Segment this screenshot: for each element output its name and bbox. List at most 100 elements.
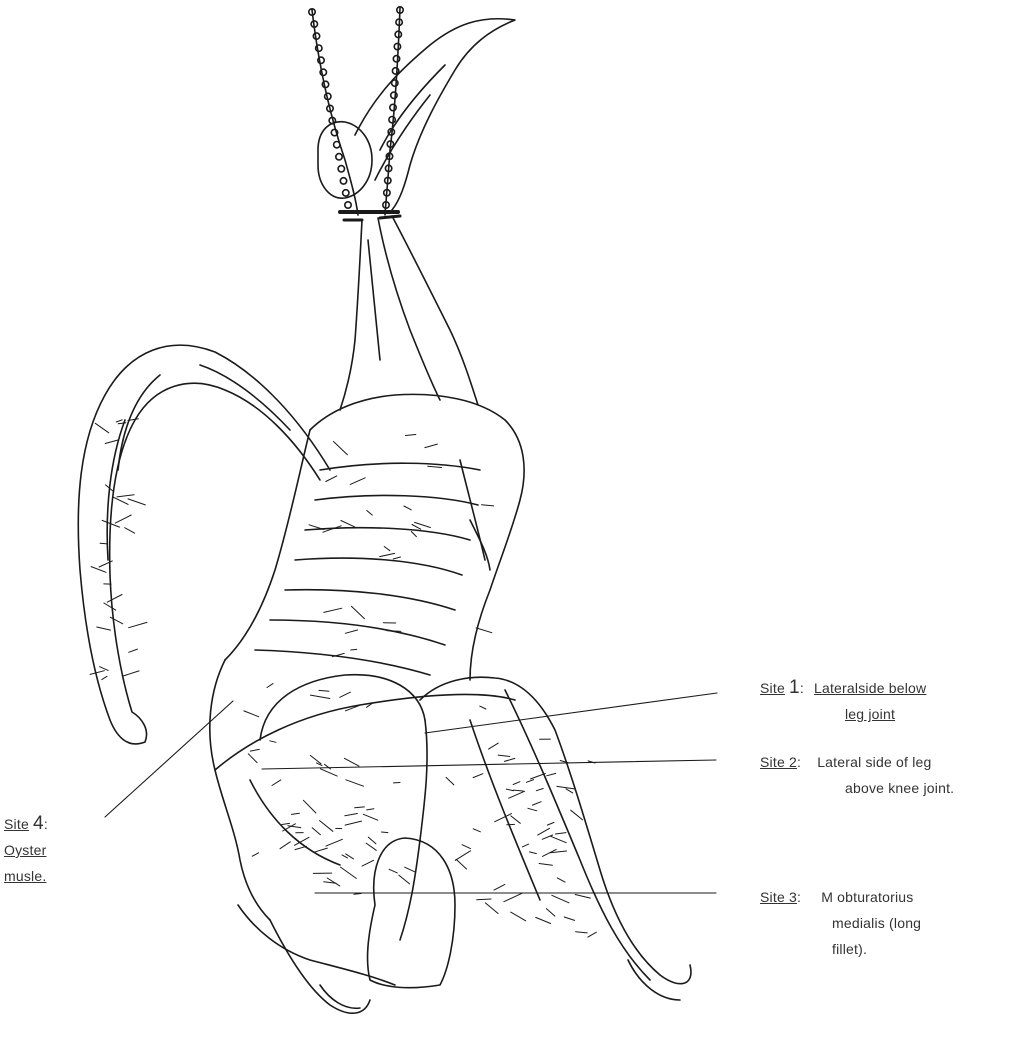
chain-link	[340, 178, 346, 184]
shading-stroke	[382, 832, 388, 833]
shading-stroke	[272, 780, 281, 786]
shading-stroke	[477, 899, 491, 900]
chain-link	[343, 190, 349, 196]
upper-leg-foot	[318, 19, 515, 210]
shading-stroke	[368, 837, 376, 844]
shading-stroke	[411, 532, 416, 537]
leader-line-site-4	[105, 701, 233, 817]
chain-link	[392, 68, 398, 74]
site-1-label: Site 1: Lateralside below leg joint	[760, 678, 926, 724]
shading-stroke	[538, 828, 550, 835]
shading-stroke	[310, 755, 321, 763]
site-2-description-line1: Lateral side of leg	[817, 754, 931, 770]
shading-stroke	[346, 780, 364, 786]
shading-stroke	[350, 478, 365, 485]
shading-stroke	[575, 895, 590, 899]
shading-stroke	[542, 849, 556, 856]
shading-stroke	[513, 782, 520, 785]
shading-stroke	[511, 912, 526, 921]
site-3-description-line2: medialis (long	[832, 913, 921, 933]
shading-stroke	[283, 824, 296, 831]
shading-stroke	[270, 741, 276, 743]
shading-stroke	[473, 829, 480, 832]
shading-stroke	[341, 867, 357, 878]
shading-stroke	[405, 435, 415, 436]
shading-stroke	[476, 628, 492, 633]
shading-stroke	[341, 521, 355, 528]
site-3-description-line1: M obturatorius	[821, 889, 913, 905]
shading-stroke	[522, 844, 528, 847]
site-1-colon: :	[800, 680, 804, 696]
shading-stroke	[380, 553, 395, 556]
shading-stroke	[252, 853, 258, 856]
shading-stroke	[310, 695, 329, 698]
shading-stroke	[113, 497, 129, 505]
hock-shafts	[340, 216, 478, 410]
shading-stroke	[244, 711, 259, 717]
shading-stroke	[455, 851, 470, 861]
shading-stroke	[393, 557, 400, 559]
shading-stroke	[547, 822, 554, 825]
shading-stroke	[326, 476, 337, 482]
site-3-label: Site 3: M obturatorius medialis (long fi…	[760, 887, 921, 959]
shading-stroke	[489, 743, 499, 749]
shading-stroke	[319, 690, 329, 691]
site-4-number: 4	[33, 813, 44, 834]
shading-stroke	[129, 649, 138, 652]
leader-line-site-2	[262, 760, 716, 769]
shading-stroke	[117, 495, 134, 497]
shading-stroke	[105, 440, 118, 444]
shading-stroke	[248, 754, 257, 763]
shading-stroke	[367, 511, 373, 516]
shading-stroke	[462, 845, 470, 849]
shading-stroke	[97, 627, 111, 630]
site-2-description-line2: above knee joint.	[845, 778, 954, 798]
shading-stroke	[314, 848, 327, 852]
shading-stroke	[100, 543, 107, 544]
chain-links	[309, 7, 403, 208]
shading-stroke	[480, 706, 486, 709]
shading-stroke	[345, 630, 357, 633]
shading-stroke	[90, 671, 104, 675]
shading-stroke	[291, 813, 299, 814]
site-1-site-word: Site	[760, 680, 785, 696]
shading-stroke	[526, 780, 533, 783]
shading-stroke	[494, 884, 505, 890]
chain-link	[345, 202, 351, 208]
thigh-drumstick	[210, 660, 691, 1013]
shading-stroke	[456, 859, 466, 869]
shading-stroke	[351, 649, 357, 650]
shading-stroke	[536, 789, 543, 791]
shading-stroke	[91, 567, 106, 573]
shading-stroke	[513, 790, 523, 791]
shading-stroke	[280, 842, 290, 849]
site-1-description-line2: leg joint	[845, 704, 926, 724]
shading-stroke	[366, 843, 376, 850]
shading-stroke	[128, 499, 145, 505]
shading-stroke	[399, 875, 410, 884]
site-4-label: Site 4: Oyster musle.	[4, 814, 48, 886]
site-2-label: Site 2: Lateral side of leg above knee j…	[760, 752, 954, 798]
shading-stroke	[387, 631, 401, 632]
shading-stroke	[532, 802, 541, 805]
shading-stroke	[334, 442, 348, 455]
shading-stroke	[539, 864, 552, 866]
shading-stroke	[506, 789, 513, 791]
chain-link	[391, 92, 397, 98]
site-2-heading: Site 2: Lateral side of leg	[760, 752, 954, 772]
shading-stroke	[129, 622, 147, 627]
chain-link	[336, 154, 342, 160]
shading-stroke	[110, 617, 123, 624]
chain-link	[390, 104, 396, 110]
site-3-site-word: Site 3	[760, 889, 797, 905]
site-3-heading: Site 3: M obturatorius	[760, 887, 921, 907]
shading-stroke	[405, 867, 415, 872]
shading-stroke	[446, 777, 454, 785]
shading-stroke	[425, 444, 438, 448]
shading-stroke	[555, 833, 566, 834]
shading-stroke	[546, 909, 555, 917]
shading-stroke	[326, 839, 343, 846]
shading-stroke	[123, 671, 139, 676]
chain-link	[338, 166, 344, 172]
shading-stroke	[536, 917, 551, 923]
